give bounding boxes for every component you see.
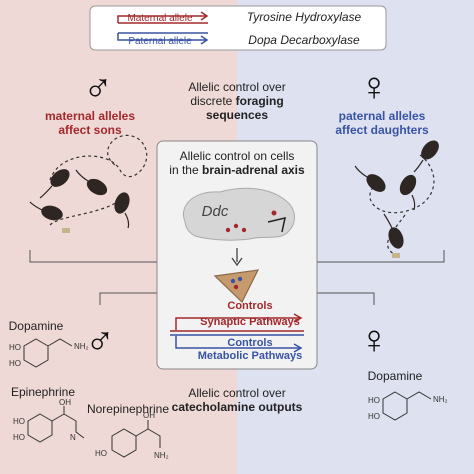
bottom-male-symbol: ♂	[85, 318, 115, 362]
top-female-symbol: ♀	[359, 65, 389, 109]
dopamine-right-ho2: HO	[368, 412, 380, 421]
brain-shape	[183, 187, 295, 241]
right-bottom-bracket	[317, 292, 375, 305]
epinephrine-structure	[27, 406, 85, 443]
dopamine-right-nh2: NH₂	[433, 395, 448, 404]
paternal-allele-arrow-icon	[117, 32, 209, 45]
molecule-dopamine-left: Dopamine	[9, 319, 64, 333]
norepinephrine-structure	[111, 420, 161, 458]
mouse-icon	[399, 174, 417, 211]
paternal-daughters-line2: affect daughters	[335, 123, 429, 137]
left-bottom-bracket	[99, 292, 157, 305]
norepinephrine-nh2: NH₂	[154, 451, 169, 460]
legend-maternal-label: Maternal allele	[127, 13, 192, 24]
mouse-icon	[75, 169, 108, 196]
mouse-icon	[39, 169, 70, 199]
foraging-caption-bold: foraging	[236, 94, 284, 108]
epinephrine-ho2: HO	[13, 433, 25, 442]
molecule-epinephrine: Epinephrine	[11, 385, 75, 399]
legend-paternal-label: Paternal allele	[128, 36, 192, 47]
epinephrine-oh: OH	[59, 398, 71, 407]
brain-icon	[183, 187, 295, 241]
epinephrine-ho1: HO	[13, 417, 25, 426]
molecule-norepinephrine: Norepinephrine	[87, 402, 169, 416]
norepinephrine-oh: OH	[143, 411, 155, 420]
controls-synaptic-line1: Controls	[227, 300, 272, 312]
mouse-icon	[354, 165, 386, 192]
legend-gene-maternal: Tyrosine Hydroxylase	[247, 10, 362, 24]
food-pellet-icon	[62, 228, 70, 233]
synaptic-pathway-arrow-icon	[175, 313, 303, 330]
controls-metabolic-line1: Controls	[227, 337, 272, 349]
bottom-female-symbol: ♀	[359, 318, 389, 362]
epinephrine-n: N	[70, 433, 76, 442]
catecholamine-caption-line1: Allelic control over	[188, 386, 285, 400]
molecule-dopamine-right: Dopamine	[368, 369, 423, 383]
mouse-icon	[29, 201, 63, 221]
foraging-caption-line1: Allelic control over	[188, 80, 285, 94]
controls-metabolic-line2: Metabolic Pathways	[198, 350, 303, 362]
adrenal-gland-icon	[213, 269, 260, 303]
legend-box	[89, 5, 387, 51]
dopamine-left-nh2: NH₂	[74, 342, 89, 351]
dopamine-structure-right	[382, 391, 432, 421]
metabolic-pathway-arrow-icon	[175, 336, 303, 353]
right-foraging-path	[369, 154, 435, 256]
dopamine-structure-left	[23, 338, 73, 368]
maternal-allele-arrow-icon	[117, 11, 209, 24]
left-foraging-path	[49, 134, 148, 226]
controls-synaptic-line2: Synaptic Pathways	[200, 316, 300, 328]
right-top-bracket	[317, 250, 445, 263]
maternal-sons-line2: affect sons	[58, 123, 122, 137]
food-pellet-icon	[392, 253, 400, 258]
center-box-line1: Allelic control on cells	[180, 149, 295, 163]
mouse-icon	[114, 192, 130, 229]
dopamine-left-ho1: HO	[9, 343, 21, 352]
top-male-symbol: ♂	[83, 65, 113, 109]
dopamine-right-ho1: HO	[368, 396, 380, 405]
center-box-line2-bold: brain-adrenal axis	[202, 163, 305, 177]
foraging-caption-line2: discrete foraging	[190, 94, 283, 108]
center-box-line2-plain: in the	[169, 163, 202, 177]
dopamine-left-ho2: HO	[9, 359, 21, 368]
catecholamine-caption-line2: catecholamine outputs	[172, 400, 303, 414]
norepinephrine-ho: HO	[95, 449, 107, 458]
paternal-daughters-line1: paternal alleles	[339, 109, 426, 123]
foraging-caption-plain: discrete	[190, 94, 235, 108]
down-arrow-icon	[231, 248, 243, 267]
left-top-bracket	[29, 250, 157, 263]
foraging-caption-line3: sequences	[206, 108, 268, 122]
mouse-icon	[383, 213, 404, 249]
mouse-icon	[413, 140, 439, 173]
center-box-line2: in the brain-adrenal axis	[169, 163, 305, 177]
maternal-sons-line1: maternal alleles	[45, 109, 135, 123]
legend-gene-paternal: Dopa Decarboxylase	[248, 33, 360, 47]
ddc-label: Ddc	[202, 203, 229, 220]
